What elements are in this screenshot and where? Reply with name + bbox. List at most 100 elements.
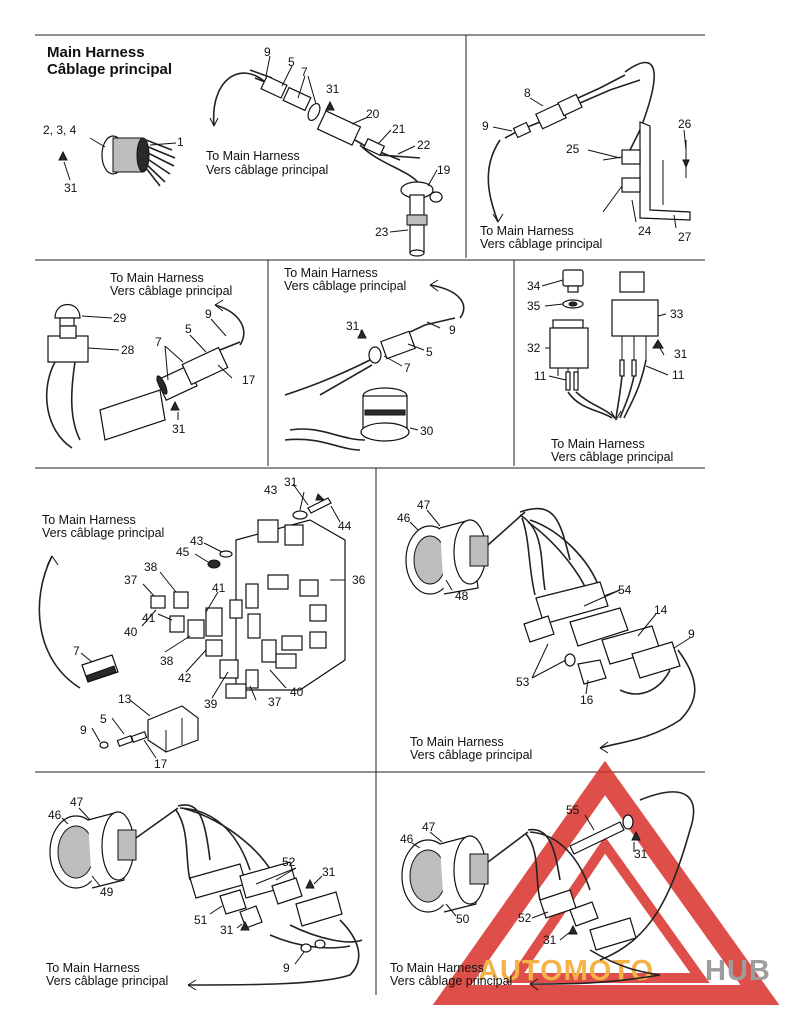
callout: 54 [618,583,632,597]
callout: 47 [422,820,436,834]
panel-main-harness: Main Harness Câblage principal [43,44,451,257]
callout: 24 [638,224,652,238]
callout: 46 [400,832,414,846]
callout: 8 [524,86,531,100]
callout: 31 [326,82,340,96]
callout: 27 [678,230,692,244]
callout: 9 [80,723,87,737]
panel-fuse-box: To Main Harness Vers câblage principal [38,475,366,771]
callout: 9 [264,45,271,59]
callout: 11 [534,369,547,383]
callout: 9 [449,323,456,337]
callout: 13 [118,692,132,706]
callout: 9 [283,961,290,975]
watermark-text-hub: HUB [705,955,771,987]
callout: 31 [64,181,78,195]
callout: 31 [220,923,234,937]
callout: 11 [672,368,685,382]
callout: 19 [437,163,451,177]
caption-fr: Vers câblage principal [480,237,602,251]
callout: 7 [155,335,162,349]
callout: 16 [580,693,594,707]
panel-bracket: To Main Harness Vers câblage principal 8… [480,61,692,251]
callout: 48 [455,589,469,603]
callout: 30 [420,424,434,438]
callout: 34 [527,279,541,293]
caption-en: To Main Harness [410,735,504,749]
callout: 31 [543,933,557,947]
caption-fr: Vers câblage principal [410,748,532,762]
callout: 25 [566,142,580,156]
callout: 43 [190,534,204,548]
callout: 9 [205,307,212,321]
callout: 17 [242,373,256,387]
callout: 31 [346,319,360,333]
callout: 51 [194,913,208,927]
callout: 40 [124,625,138,639]
callout: 7 [301,65,308,79]
callout: 5 [288,55,295,69]
callout: 9 [688,627,695,641]
caption-en: To Main Harness [284,266,378,280]
callout: 52 [518,911,532,925]
panel-pump: To Main Harness Vers câblage principal 3… [284,266,465,451]
callout: 9 [482,119,489,133]
callout: 47 [70,795,84,809]
callout: 31 [172,422,186,436]
caption-en: To Main Harness [42,513,136,527]
callout: 21 [392,122,406,136]
callout: 41 [212,581,226,595]
watermark-logo: AUTOMOTO HUB [432,760,780,1005]
callout: 5 [185,322,192,336]
callout: 31 [674,347,688,361]
callout: 28 [121,343,135,357]
callout: 31 [322,865,336,879]
callout: 46 [48,808,62,822]
panel-gauge-50: To Main Harness Vers câblage principal 5… [390,791,695,991]
caption-fr: Vers câblage principal [46,974,168,988]
callout: 37 [268,695,282,709]
callout: 37 [124,573,138,587]
caption-fr: Vers câblage principal [284,279,406,293]
callout: 14 [654,603,668,617]
callout: 36 [352,573,366,587]
callout: 38 [144,560,158,574]
callout: 32 [527,341,541,355]
title-line-2: Câblage principal [47,61,172,78]
callout: 47 [417,498,431,512]
caption-en: To Main Harness [206,149,300,163]
callout: 7 [73,644,80,658]
caption-fr: Vers câblage principal [42,526,164,540]
callout: 5 [426,345,433,359]
caption-en: To Main Harness [390,961,484,975]
callout: 38 [160,654,174,668]
callout: 53 [516,675,530,689]
caption-en: To Main Harness [46,961,140,975]
panel-relays: To Main Harness Vers câblage principal 3… [527,269,688,464]
callout: 26 [678,117,692,131]
callout: 52 [282,855,296,869]
callout: 41 [142,611,156,625]
title-line-1: Main Harness [47,44,145,61]
callout: 31 [284,475,298,489]
callout: 35 [527,299,541,313]
caption-en: To Main Harness [110,271,204,285]
callout: 39 [204,697,218,711]
watermark-text-automoto: AUTOMOTO [478,955,654,987]
caption-en: To Main Harness [480,224,574,238]
caption-en: To Main Harness [551,437,645,451]
caption-fr: Vers câblage principal [206,163,328,177]
panel-gauge-48: To Main Harness Vers câblage principal 4… [397,498,696,762]
main-connector [58,135,176,187]
callout: 7 [404,361,411,375]
callout: 46 [397,511,411,525]
callout: 43 [264,483,278,497]
callout: 5 [100,712,107,726]
callout: 45 [176,545,190,559]
callout: 42 [178,671,192,685]
callout: 44 [338,519,352,533]
callout: 55 [566,803,580,817]
panel-frame [35,34,705,995]
caption-fr: Vers câblage principal [551,450,673,464]
